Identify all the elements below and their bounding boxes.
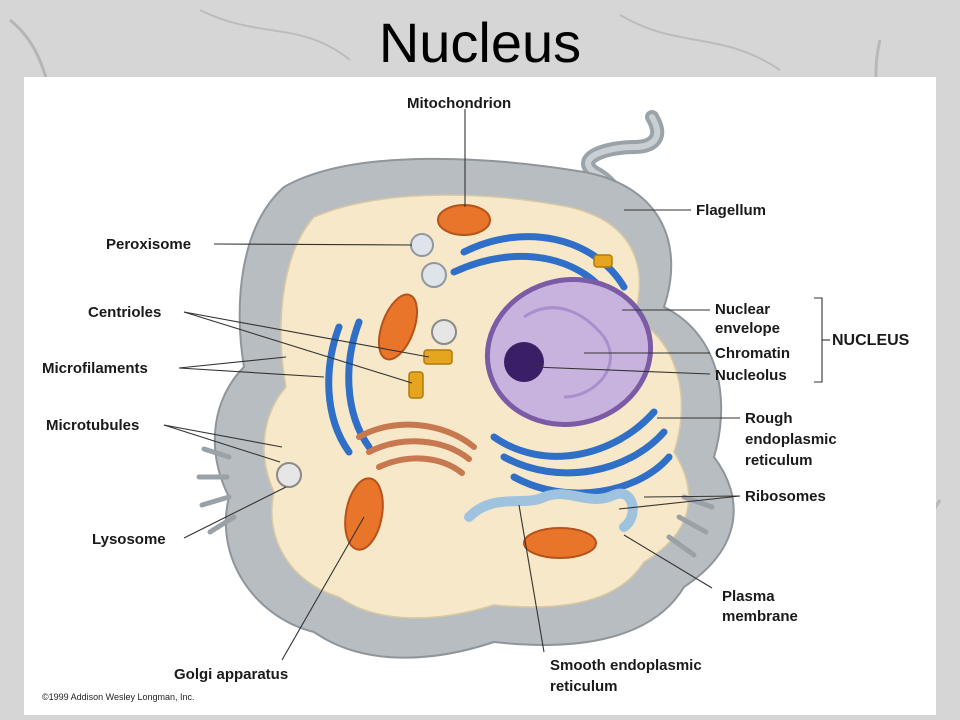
centriole-structure [408, 254, 613, 399]
label-microtubules: Microtubules [46, 417, 139, 434]
smooth-er-structure [464, 488, 638, 532]
label-nucleus-group: NUCLEUS [832, 332, 910, 349]
label-nucleolus: Nucleolus [715, 367, 787, 384]
nucleolus-shape [504, 342, 544, 382]
microvilli [196, 446, 715, 558]
label-rough-er-1: Rough [745, 410, 792, 427]
diagram-panel: Mitochondrion Flagellum Peroxisome Centr… [24, 77, 936, 715]
label-flagellum: Flagellum [696, 202, 766, 219]
label-golgi-apparatus: Golgi apparatus [174, 666, 288, 683]
vesicles [276, 233, 457, 488]
label-plasma-membrane-2: membrane [722, 608, 798, 625]
label-microfilaments: Microfilaments [42, 360, 148, 377]
animal-cell-diagram: Mitochondrion Flagellum Peroxisome Centr… [42, 95, 910, 702]
golgi-structure [356, 421, 477, 476]
label-rough-er-2: endoplasmic [745, 431, 837, 448]
label-mitochondrion: Mitochondrion [407, 95, 511, 112]
slide-title: Nucleus [378, 11, 582, 74]
label-smooth-er-1: Smooth endoplasmic [550, 657, 702, 674]
label-ribosomes: Ribosomes [745, 488, 826, 505]
label-centrioles: Centrioles [88, 304, 161, 321]
label-smooth-er-2: reticulum [550, 678, 618, 695]
leader-lines [163, 109, 830, 661]
label-rough-er-3: reticulum [745, 452, 813, 469]
mitochondria [344, 204, 597, 559]
label-nuclear-envelope-1: Nuclear [715, 301, 770, 318]
label-nuclear-envelope-2: envelope [715, 320, 780, 337]
label-chromatin: Chromatin [715, 345, 790, 362]
label-peroxisome: Peroxisome [106, 236, 191, 253]
label-plasma-membrane-1: Plasma [722, 588, 775, 605]
label-lysosome: Lysosome [92, 531, 166, 548]
copyright-text: ©1999 Addison Wesley Longman, Inc. [42, 692, 195, 702]
